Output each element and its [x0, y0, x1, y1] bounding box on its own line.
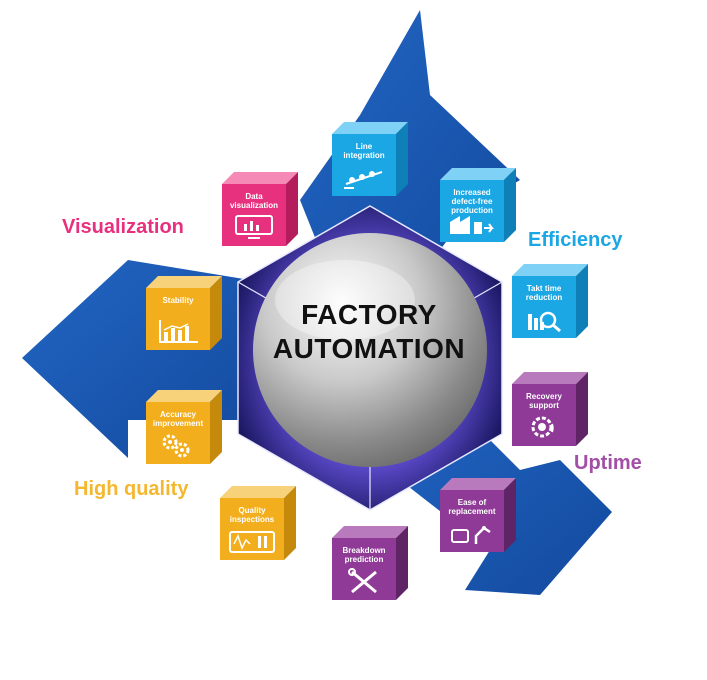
cube-label: Recovery support — [525, 392, 563, 410]
cube-label: Line integration — [343, 142, 385, 160]
cube-data-visualization: Data visualization — [222, 172, 298, 248]
center-title-line1: FACTORY — [301, 299, 437, 330]
cube-label: Quality inspections — [229, 506, 275, 524]
cube-accuracy-improvement: Accuracy improvement — [146, 390, 222, 466]
cube-quality-inspections: Quality inspections — [220, 486, 296, 562]
category-visualization: Visualization — [62, 216, 184, 238]
gears-icon — [162, 434, 190, 458]
cube-label: Stability — [162, 296, 194, 305]
center-title-line2: AUTOMATION — [272, 333, 466, 364]
cube-increased-defect-free-production: Increased defect-free production — [440, 168, 516, 244]
cube-line-integration: Line integration — [332, 122, 408, 198]
cube-recovery-support: Recovery support — [512, 372, 588, 448]
cube-label: Data visualization — [229, 192, 278, 210]
category-efficiency: Efficiency — [528, 229, 623, 251]
cube-label: Ease of replacement — [448, 498, 496, 516]
robot-arm-icon — [451, 526, 491, 544]
monitor-chart-icon — [235, 215, 273, 239]
gear-refresh-icon — [531, 416, 554, 438]
oscilloscope-icon — [229, 531, 275, 553]
wrench-screwdriver-icon — [348, 568, 377, 594]
sphere-highlight — [275, 260, 415, 340]
cube-label: Increased defect-free production — [451, 188, 493, 215]
cube-takt-time-reduction: Takt time reduction — [512, 264, 588, 340]
cube-label: Takt time reduction — [525, 284, 563, 302]
cube-label: Accuracy improvement — [152, 410, 204, 428]
cube-label: Breakdown prediction — [342, 546, 386, 564]
conveyor-line-icon — [344, 171, 383, 189]
cube-ease-of-replacement: Ease of replacement — [440, 478, 516, 554]
chart-magnifier-icon — [528, 311, 561, 333]
center-title: FACTORY AUTOMATION — [258, 298, 480, 366]
cube-stability: Stability — [146, 276, 222, 352]
category-high-quality: High quality — [74, 478, 189, 500]
category-uptime: Uptime — [574, 452, 642, 474]
factory-icon — [450, 216, 494, 234]
center-sphere — [253, 233, 487, 467]
cube-breakdown-prediction: Breakdown prediction — [332, 526, 408, 602]
bar-chart-icon — [159, 320, 198, 343]
